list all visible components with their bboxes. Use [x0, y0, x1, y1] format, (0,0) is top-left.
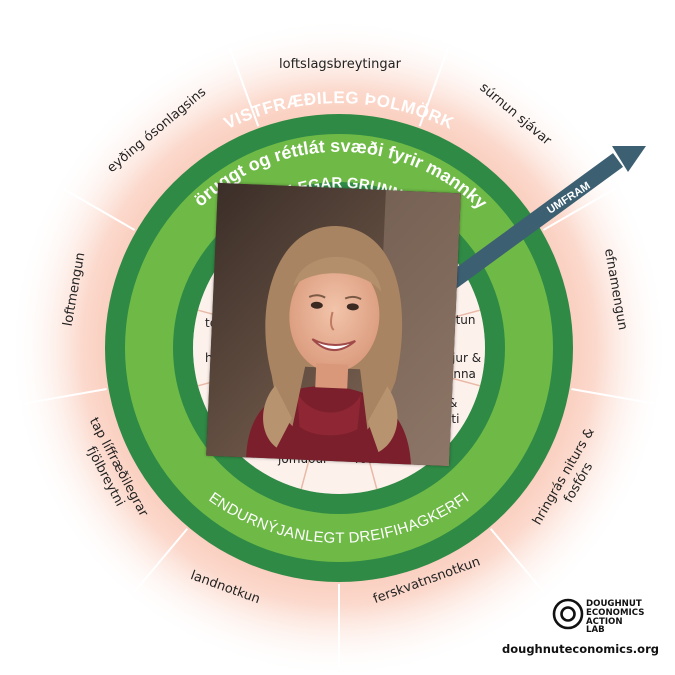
fragment-5: inna: [450, 367, 476, 381]
fragment-4: jur &: [451, 351, 481, 365]
logo-line-2: ECONOMICS: [586, 607, 645, 618]
logo-line-1: DOUGHNUT: [586, 599, 642, 609]
boundary-divider: [418, 46, 450, 127]
boundary-divider: [542, 187, 617, 231]
fragment-6: &: [448, 396, 457, 410]
portrait-illustration: [206, 182, 461, 467]
boundary-divider: [23, 387, 107, 405]
boundary-dividers: [23, 46, 655, 668]
logo-line-4: LAB: [586, 625, 605, 636]
logo-text: DOUGHNUT ECONOMICS ACTION LAB: [586, 600, 644, 635]
website-link[interactable]: doughnuteconomics.org: [502, 642, 659, 656]
boundary-divider: [132, 528, 189, 594]
portrait-photo: [206, 182, 461, 467]
logo-line-3: ACTION: [586, 616, 623, 627]
target-rings-icon: [552, 598, 584, 630]
doughnut-economics-logo[interactable]: DOUGHNUT ECONOMICS ACTION LAB: [552, 598, 662, 638]
boundary-divider: [571, 387, 655, 405]
boundary-divider: [61, 187, 136, 231]
boundary-climate-change: loftslagsbreytingar: [279, 57, 402, 72]
boundary-divider: [489, 528, 546, 594]
boundary-divider: [228, 46, 260, 127]
